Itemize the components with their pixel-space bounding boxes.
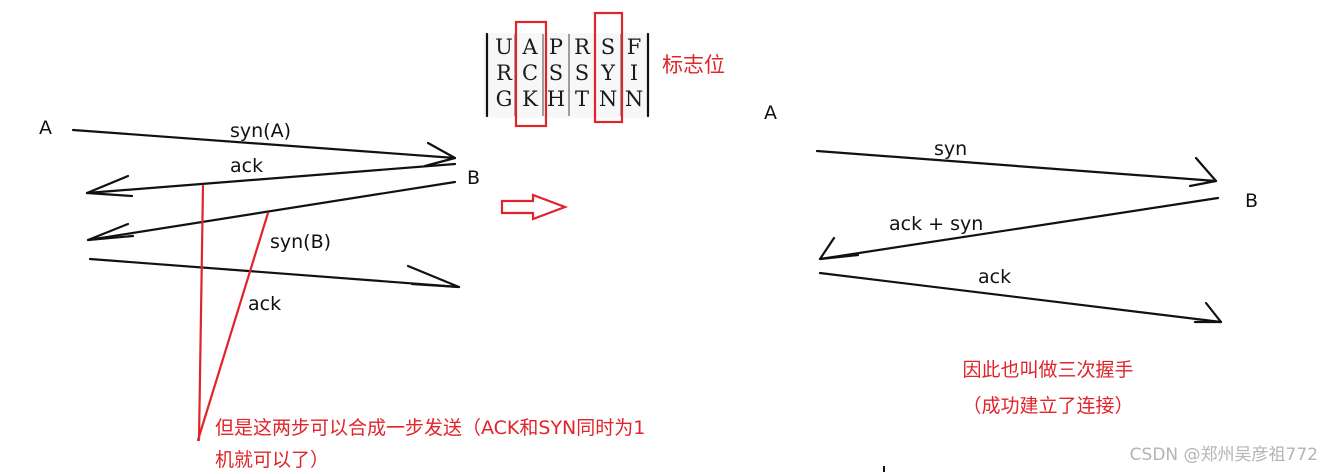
node-b-label: B (1245, 190, 1258, 212)
node-a-label: A (39, 117, 52, 139)
flag-letter: K (522, 87, 538, 111)
flag-letter: S (575, 61, 589, 85)
arrowhead (818, 236, 860, 261)
arrowhead (1193, 301, 1223, 324)
flag-letter: I (630, 61, 638, 85)
msg-ack: ack (978, 266, 1011, 288)
flag-letter: N (599, 87, 617, 111)
arrow-ack-syn (818, 196, 1220, 261)
arrowhead (406, 264, 461, 289)
flag-column-rst: R S T (574, 35, 591, 111)
handshake-caption-line2: （成功建立了连接） (962, 395, 1133, 417)
flag-letter: G (496, 87, 513, 111)
flag-letter: T (575, 87, 589, 111)
flag-letter: S (601, 35, 615, 59)
flag-letter: A (521, 35, 538, 59)
flag-letter: S (549, 61, 563, 85)
msg-ack-2: ack (248, 293, 281, 315)
syn-highlight-box (593, 11, 624, 124)
annotation-line (196, 211, 270, 442)
flag-column-syn: S Y N (599, 35, 617, 111)
flag-column-fin: F I N (625, 35, 643, 111)
msg-syn-b: syn(B) (270, 231, 331, 253)
flag-letter: R (496, 61, 513, 85)
tcp-flags-table: U R G A C K P S H R S T S Y N F I N (483, 11, 650, 128)
arrow-ack (818, 271, 1223, 324)
csdn-watermark: CSDN @郑州吴彦祖772 (1130, 445, 1318, 465)
arrow-syn-b (86, 180, 457, 242)
handshake-caption-line1: 因此也叫做三次握手 (962, 359, 1133, 381)
arrowhead (423, 141, 457, 168)
arrowhead (86, 222, 135, 242)
flag-letter: F (627, 35, 642, 59)
flag-letter: Y (600, 61, 616, 85)
transition-arrow-icon (500, 193, 569, 221)
flag-column-urg: U R G (495, 35, 513, 111)
msg-ack-1: ack (230, 155, 263, 177)
left-diagram: A B syn(A) ack syn(B) ack 但是这两步可以合成一步发送（… (39, 117, 645, 471)
arrowhead (1188, 156, 1218, 188)
msg-ack-syn: ack + syn (889, 213, 983, 235)
ack-highlight-box (514, 20, 548, 128)
flag-column-psh: P S H (547, 35, 565, 111)
merge-note-line1: 但是这两步可以合成一步发送（ACK和SYN同时为1 (215, 417, 645, 439)
arrow-ack-2 (88, 257, 461, 289)
arrowhead (85, 174, 134, 198)
flags-caption: 标志位 (662, 53, 725, 77)
merge-note-line2: 机就可以了） (215, 449, 329, 471)
arrow-syn (815, 149, 1218, 183)
node-b-label: B (467, 167, 480, 189)
flag-column-ack: A C K (521, 35, 538, 111)
msg-syn-a: syn(A) (230, 120, 291, 142)
flag-letter: H (547, 87, 565, 111)
flag-letter: C (522, 61, 538, 85)
msg-syn: syn (934, 138, 967, 160)
node-a-label: A (764, 102, 777, 124)
arrow-ack-1 (85, 162, 457, 195)
arrow-syn-a (71, 128, 457, 160)
flag-letter: R (574, 35, 591, 59)
right-diagram: A B syn ack + syn ack 因此也叫做三次握手 （成功建立了连接… (764, 102, 1258, 417)
annotation-line (197, 184, 205, 442)
flag-letter: U (495, 35, 513, 59)
flag-letter: P (549, 35, 563, 59)
flag-letter: N (625, 87, 643, 111)
